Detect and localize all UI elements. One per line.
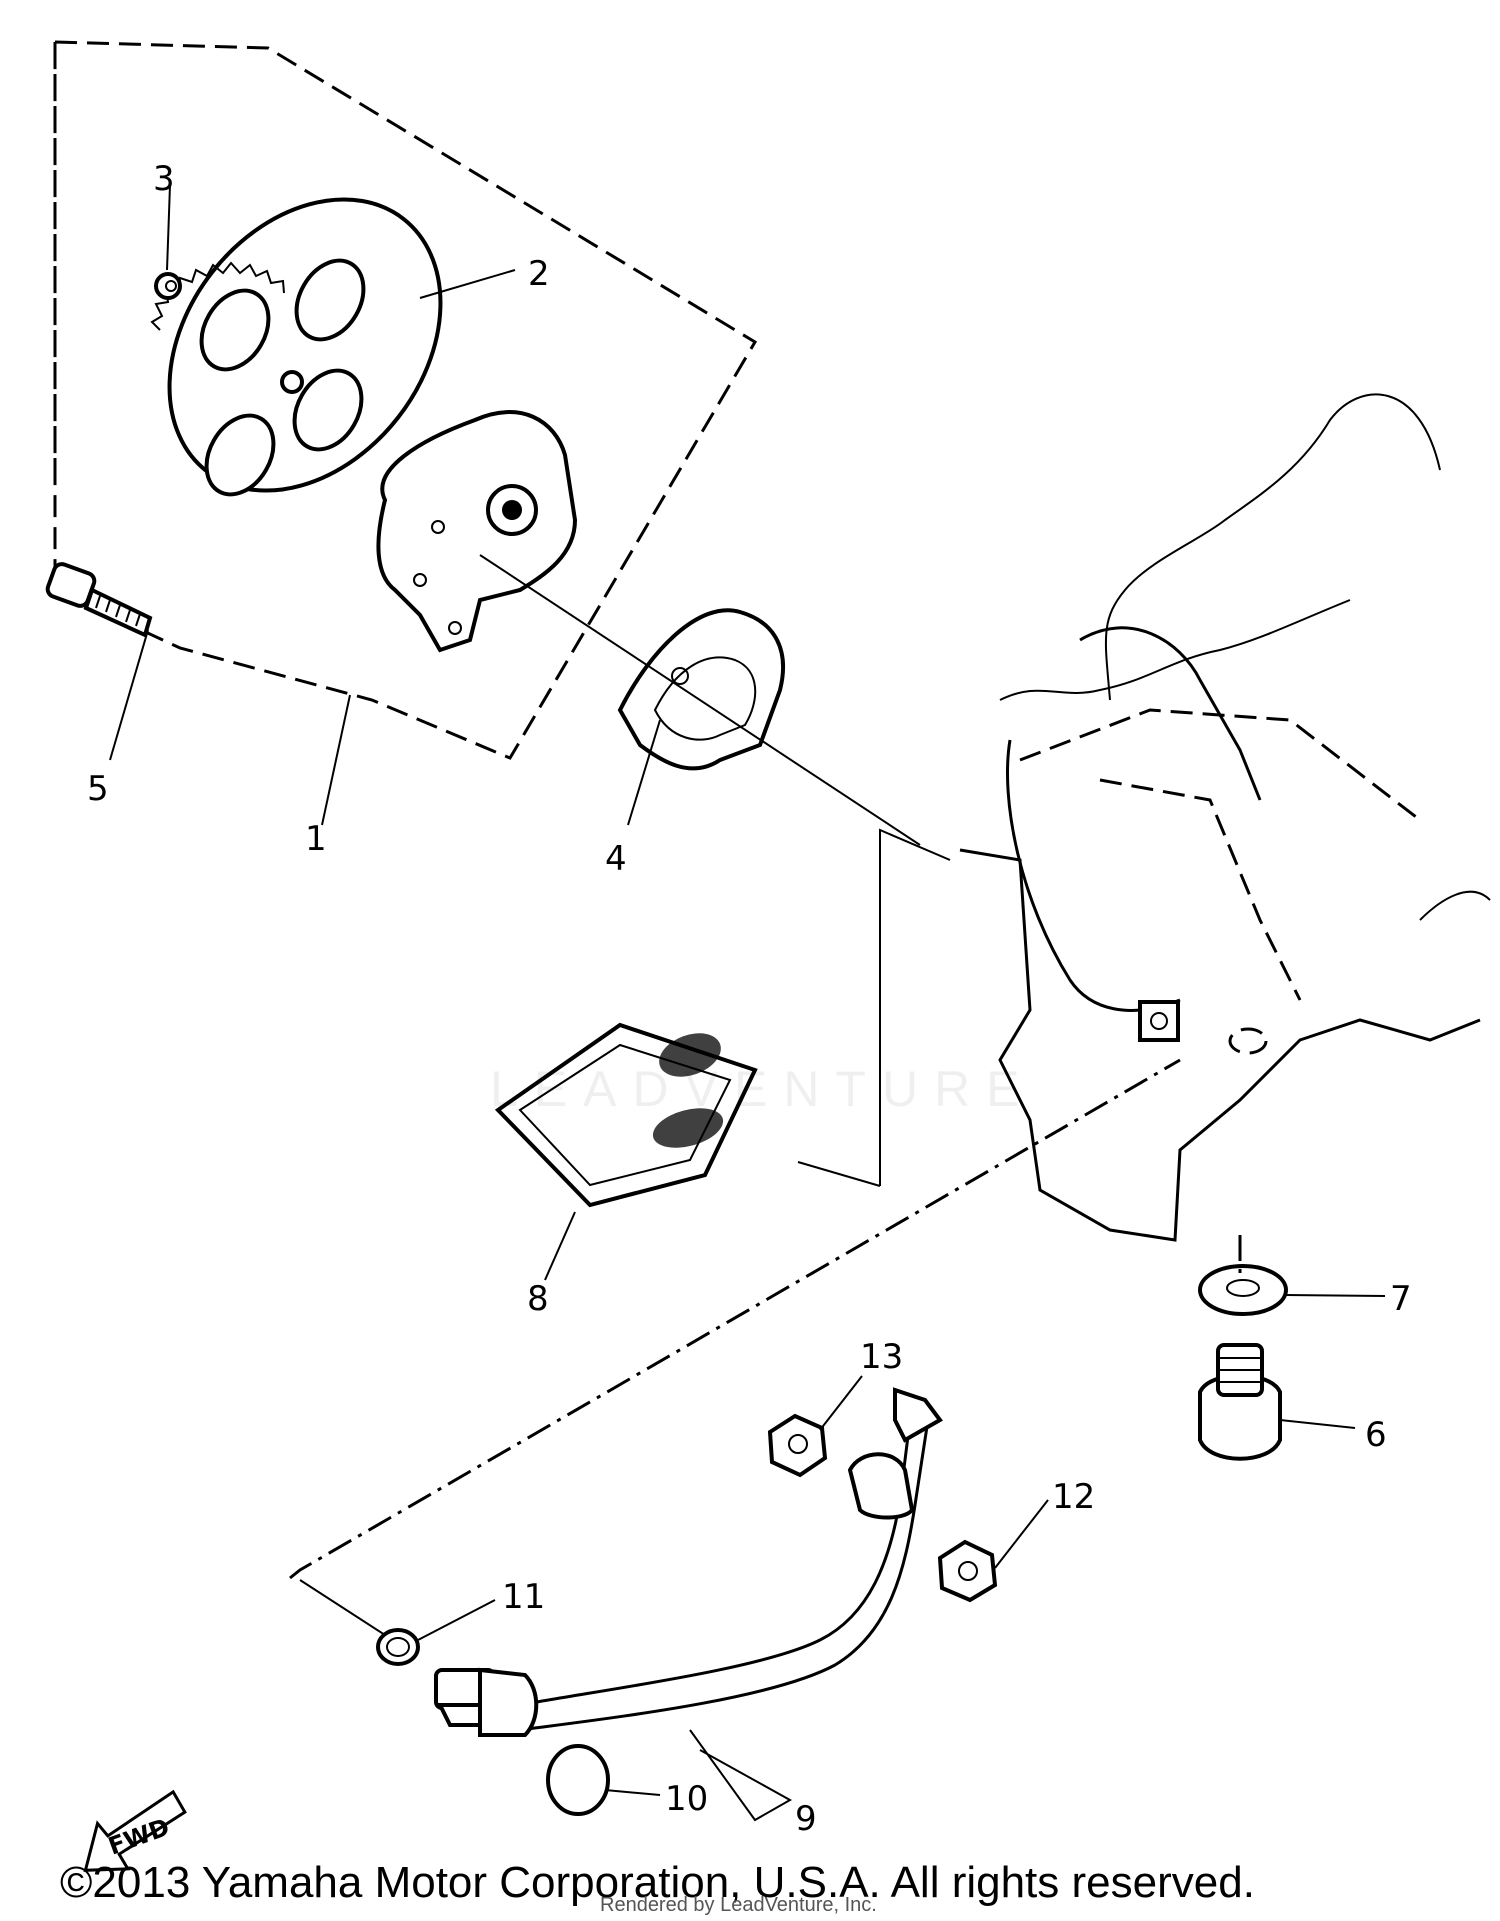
callout-13: 13 (860, 1337, 903, 1377)
copyright-text: ©2013 Yamaha Motor Corporation, U.S.A. A… (60, 1858, 1255, 1907)
callout-7: 7 (1390, 1279, 1412, 1319)
o-ring (376, 1628, 420, 1666)
delivery-pipe (434, 1387, 943, 1737)
gasket (617, 608, 786, 771)
oil-pump-body (376, 410, 578, 653)
drain-bolt (1198, 1343, 1282, 1461)
callout-1: 1 (305, 819, 327, 859)
watermark: LEADVENTURE (490, 1061, 1036, 1117)
nut-13 (767, 1413, 828, 1478)
oil-pump-gear (150, 197, 443, 497)
gasket-washer (1198, 1264, 1288, 1316)
callout-11: 11 (502, 1577, 545, 1617)
oil-strainer (494, 1022, 758, 1208)
callout-12: 12 (1052, 1477, 1095, 1517)
callout-9: 9 (795, 1799, 817, 1839)
callout-8: 8 (527, 1279, 549, 1319)
nut-12 (937, 1539, 998, 1603)
callout-3: 3 (153, 159, 175, 199)
callout-10: 10 (665, 1779, 708, 1819)
rendered-by-text: Rendered by LeadVenture, Inc. (600, 1894, 877, 1916)
leader-lines (109, 184, 1386, 1822)
callout-4: 4 (605, 839, 627, 879)
callout-2: 2 (528, 254, 550, 294)
circlip (154, 272, 182, 300)
callout-6: 6 (1365, 1415, 1387, 1455)
bolt (45, 562, 153, 638)
crankcase (959, 393, 1491, 1242)
fwd-label: FWD (105, 1813, 174, 1861)
callout-5: 5 (87, 769, 109, 809)
cap (546, 1744, 610, 1816)
